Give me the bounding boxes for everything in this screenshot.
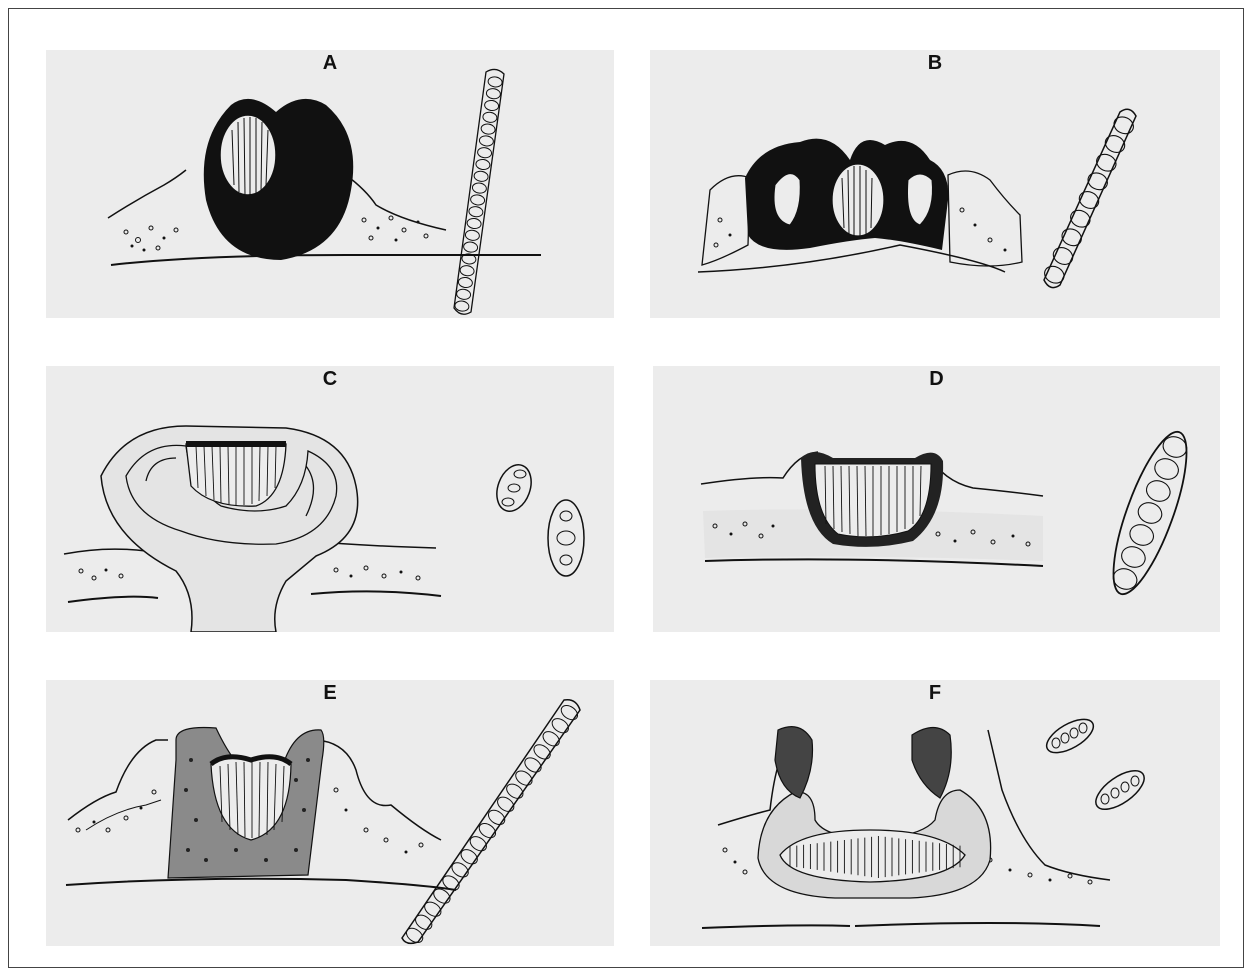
spore-cell xyxy=(463,241,478,253)
spore-cell xyxy=(470,194,485,206)
ascospore-f1 xyxy=(1041,713,1098,760)
panel-d: D xyxy=(653,366,1220,632)
spore-cell xyxy=(468,206,483,218)
panel-label-c: C xyxy=(46,368,614,391)
spore-cell xyxy=(480,123,495,135)
spore-cell xyxy=(475,159,490,171)
tissue-stipple-right xyxy=(362,216,428,242)
panel-b: B xyxy=(650,50,1220,318)
spore-cell xyxy=(1152,455,1182,482)
spore-cell xyxy=(1135,499,1165,526)
ascus-b xyxy=(1044,109,1136,287)
spore-cell xyxy=(487,76,502,88)
panel-label-e: E xyxy=(46,682,614,705)
panel-label-b: B xyxy=(650,52,1220,75)
spore-cell xyxy=(472,182,487,194)
spore-cell xyxy=(1144,477,1174,504)
panel-e-drawing xyxy=(46,680,614,946)
spore-cell xyxy=(465,229,480,241)
spore-cell xyxy=(473,170,488,182)
spore-cell xyxy=(486,88,501,100)
panel-b-drawing xyxy=(650,50,1220,318)
tissue-stipple-left xyxy=(124,226,178,252)
spore-cell xyxy=(458,277,473,289)
spore-cell xyxy=(482,111,497,123)
panel-a-drawing xyxy=(46,50,614,318)
ascospore-c1 xyxy=(491,460,537,516)
spore-cell xyxy=(1127,521,1157,548)
ascospores-e xyxy=(404,703,580,946)
ascospore-f2 xyxy=(1090,763,1151,816)
spore-cell xyxy=(466,218,481,230)
ascospores-b xyxy=(1042,114,1136,286)
panel-label-f: F xyxy=(650,682,1220,705)
ascus-e xyxy=(402,700,580,944)
panel-e: E xyxy=(46,680,614,946)
ascospores-a xyxy=(454,76,503,312)
panel-label-a: A xyxy=(46,52,614,75)
spore-cell xyxy=(459,265,474,277)
panel-f: F xyxy=(650,680,1220,946)
panel-f-drawing xyxy=(650,680,1220,946)
spore-cell xyxy=(1119,543,1149,570)
spore-cell xyxy=(456,288,471,300)
spore-cell xyxy=(477,147,492,159)
spore-cell xyxy=(484,100,499,112)
spore-cell xyxy=(479,135,494,147)
panel-d-drawing xyxy=(653,366,1220,632)
panel-c-drawing xyxy=(46,366,614,632)
panel-label-d: D xyxy=(653,368,1220,391)
panel-a: A xyxy=(46,50,614,318)
panel-c: C xyxy=(46,366,614,632)
